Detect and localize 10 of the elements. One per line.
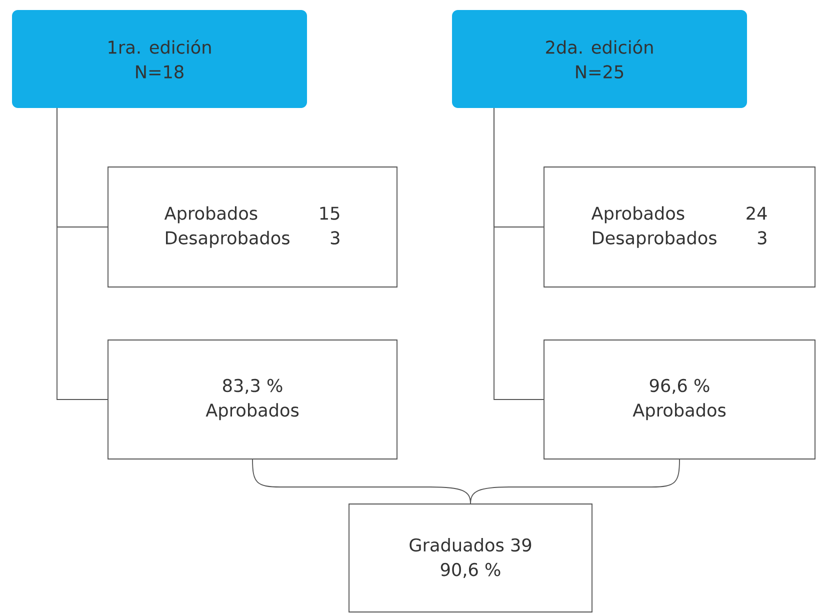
result-box: Graduados 39 90,6 % [348,504,592,612]
result-box: 96,6 % Aprobados [544,340,816,460]
count-box: Aprobados 15 Desaprobados 3 [108,166,398,288]
connector-line [494,108,544,400]
header-box: 1ra. edición N=18 [12,10,307,108]
header-box: 2da. edición N=25 [452,10,748,108]
connector-line [56,108,108,400]
connector-line [470,459,680,504]
count-box: Aprobados 24 Desaprobados 3 [544,166,816,288]
result-box: 83,3 % Aprobados [108,340,398,460]
